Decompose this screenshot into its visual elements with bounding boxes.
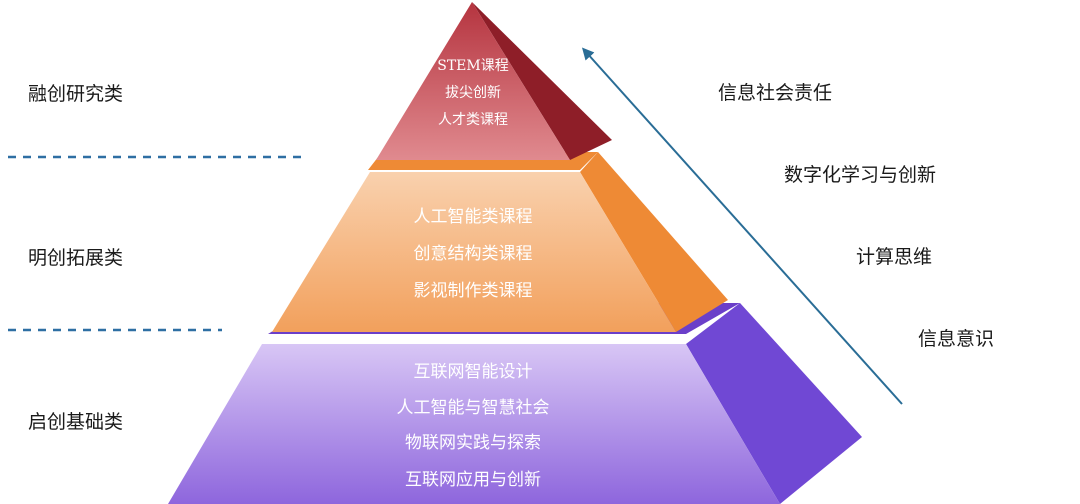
course-middle-2: 创意结构类课程 bbox=[414, 244, 533, 264]
tier-middle-front-face bbox=[272, 172, 676, 332]
course-bottom-4: 互联网应用与创新 bbox=[405, 470, 541, 490]
skill-label-1: 信息社会责任 bbox=[718, 82, 832, 104]
course-top-1: STEM课程 bbox=[437, 58, 508, 74]
tier-middle-side-face bbox=[580, 152, 728, 332]
tier-top-front-face bbox=[376, 2, 570, 160]
course-top-3: 人才类课程 bbox=[438, 112, 508, 128]
tier-label-top: 融创研究类 bbox=[28, 83, 123, 105]
progression-arrow bbox=[581, 47, 903, 405]
course-bottom-3: 物联网实践与探索 bbox=[405, 433, 541, 453]
course-top-2: 拔尖创新 bbox=[445, 85, 501, 101]
course-middle-1: 人工智能类课程 bbox=[414, 207, 533, 227]
tier-label-bottom: 启创基础类 bbox=[28, 411, 123, 433]
tier-top bbox=[376, 2, 612, 160]
tier-bottom-side-face bbox=[686, 303, 862, 504]
tier-bottom-front-face bbox=[168, 344, 780, 504]
course-bottom-2: 人工智能与智慧社会 bbox=[397, 398, 550, 418]
skill-label-2: 数字化学习与创新 bbox=[784, 164, 936, 186]
tier-top-side-face bbox=[472, 2, 612, 160]
skill-label-3: 计算思维 bbox=[856, 246, 932, 268]
skill-label-4: 信息意识 bbox=[918, 328, 994, 350]
tier-middle bbox=[272, 152, 728, 332]
course-bottom-1: 互联网智能设计 bbox=[414, 362, 533, 382]
tier-label-middle: 明创拓展类 bbox=[28, 247, 123, 269]
course-middle-3: 影视制作类课程 bbox=[414, 281, 533, 301]
